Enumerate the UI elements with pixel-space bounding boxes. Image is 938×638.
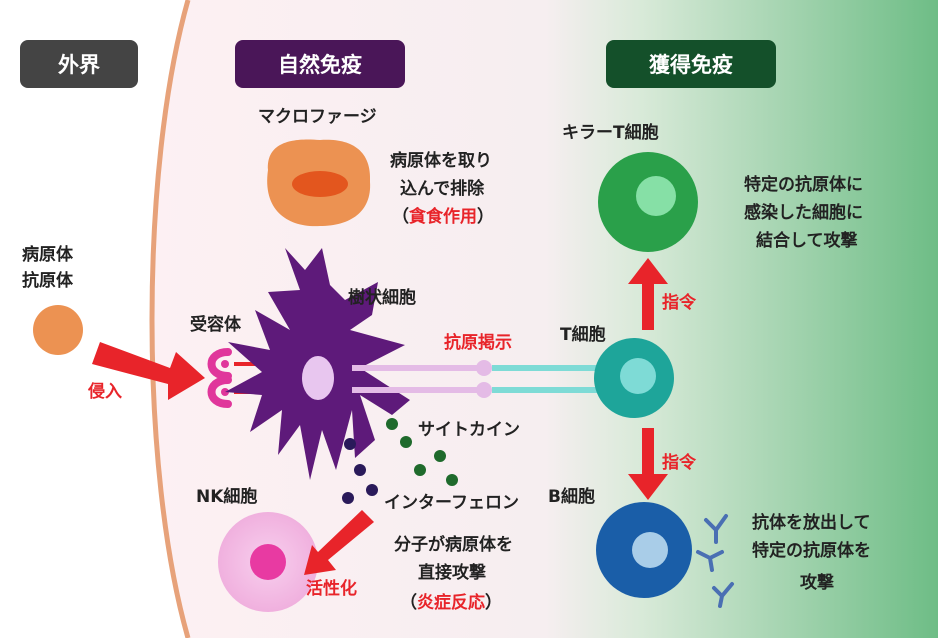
dendritic-nucleus	[302, 356, 334, 400]
pathogen-label-2: 抗原体	[22, 270, 74, 291]
macrophage-desc-close: ）	[477, 206, 494, 227]
presentation-node-2	[476, 382, 492, 398]
cytokine-label: サイトカイン	[418, 420, 520, 440]
pathogen-particle	[33, 305, 83, 355]
macrophage-desc-1: 病原体を取り	[390, 150, 492, 171]
command-up-label: 指令	[662, 292, 697, 313]
command-up-shaft	[642, 280, 654, 330]
command-up-arrowhead	[628, 258, 668, 284]
killer-desc-2: 感染した細胞に	[744, 202, 863, 223]
presentation-node-1	[476, 360, 492, 376]
macrophage-desc-highlight: 貪食作用	[409, 206, 477, 227]
b-desc-2: 特定の抗原体を	[752, 540, 871, 561]
interferon-dots	[342, 438, 378, 504]
killer-t-nucleus	[636, 176, 676, 216]
molecule-desc-1: 分子が病原体を	[394, 534, 513, 555]
header-innate: 自然免疫	[278, 53, 362, 77]
macrophage-desc-3: （貪食作用）	[392, 206, 494, 227]
header-external-badge	[20, 40, 138, 88]
receptor-label: 受容体	[190, 314, 242, 335]
dendritic-label: 樹状細胞	[348, 287, 416, 308]
b-cell-nucleus	[632, 532, 668, 568]
activation-arrow	[304, 510, 374, 575]
molecule-desc-highlight: 炎症反応	[417, 592, 485, 613]
b-desc-1: 抗体を放出して	[752, 512, 871, 533]
macrophage-desc-open: （	[392, 206, 409, 227]
membrane-boundary	[149, 0, 191, 638]
header-acquired: 獲得免疫	[649, 53, 733, 77]
header-external: 外界	[58, 53, 100, 77]
nk-nucleus	[250, 544, 286, 580]
molecule-desc-2: 直接攻撃	[418, 562, 486, 583]
cytokine-dots	[386, 418, 458, 486]
command-down-arrowhead	[628, 474, 668, 500]
macrophage-desc-2: 込んで排除	[400, 178, 485, 199]
antibody-icons	[696, 514, 734, 608]
molecule-desc-3: （炎症反応）	[400, 592, 502, 613]
b-cell-label: B細胞	[548, 486, 595, 507]
t-cell-label: T細胞	[560, 324, 606, 345]
killer-t-label: キラーT細胞	[562, 122, 659, 143]
header-acquired-badge	[606, 40, 776, 88]
nk-cell-label: NK細胞	[196, 486, 257, 507]
invasion-label: 侵入	[87, 381, 122, 402]
killer-desc-3: 結合して攻撃	[756, 230, 858, 251]
molecule-desc-open: （	[400, 592, 417, 613]
header-innate-badge	[235, 40, 405, 88]
t-cell-nucleus	[620, 358, 656, 394]
activation-label: 活性化	[306, 578, 357, 599]
command-down-shaft	[642, 428, 654, 480]
macrophage-label: マクロファージ	[258, 107, 377, 127]
molecule-desc-close: ）	[485, 592, 502, 613]
invasion-arrow	[92, 342, 205, 400]
b-desc-3: 攻撃	[800, 572, 834, 593]
command-down-label: 指令	[662, 452, 697, 473]
interferon-label: インターフェロン	[384, 493, 519, 513]
pathogen-label-1: 病原体	[22, 244, 74, 265]
macrophage-nucleus	[292, 171, 348, 197]
antigen-presentation-label: 抗原掲示	[444, 332, 512, 353]
killer-desc-1: 特定の抗原体に	[744, 174, 863, 195]
